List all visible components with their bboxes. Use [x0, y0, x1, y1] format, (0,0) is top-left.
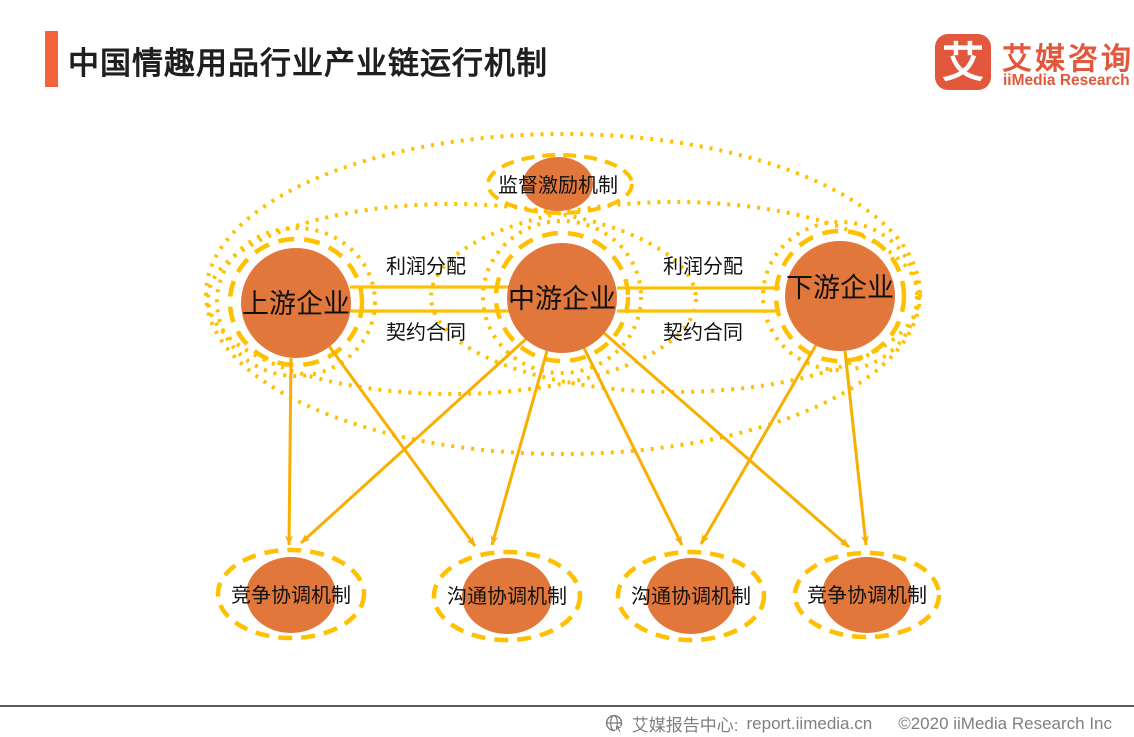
footer-copyright: ©2020 iiMedia Research Inc	[898, 713, 1112, 733]
bottom2-node	[462, 558, 552, 634]
iimedia-brand-cn: 艾媒咨询	[1002, 43, 1134, 76]
bottom4-dashed-ellipse	[792, 550, 942, 640]
bottom1-dashed-ellipse	[215, 547, 367, 641]
downstream-dotted-ring	[761, 220, 919, 372]
supervision-node	[523, 157, 593, 211]
midstream-node	[507, 243, 617, 353]
outer-dotted-ellipse	[204, 132, 922, 456]
downstream-label: 下游企业	[786, 273, 894, 303]
footer: 艾媒报告中心: report.iimedia.cn ©2020 iiMedia …	[605, 711, 1112, 736]
upstream-midstream-dotted-ellipse	[206, 202, 698, 396]
upstream-dashed-ring	[227, 236, 365, 368]
contract-label-left: 契约合同	[386, 321, 466, 344]
globe-cursor-icon	[605, 714, 624, 733]
iimedia-logo: 艾 艾媒咨询 iiMedia Research	[935, 32, 1131, 92]
midstream-downstream-links	[617, 286, 780, 313]
midstream-label: 中游企业	[508, 284, 616, 314]
upstream-node	[241, 248, 351, 358]
bottom3-dashed-ellipse	[615, 549, 767, 643]
upstream-midstream-links	[350, 285, 513, 313]
page-title: 中国情趣用品行业产业链运行机制	[68, 46, 548, 81]
midstream-dashed-ring	[493, 230, 631, 364]
bottom4-node	[822, 557, 912, 633]
bottom2-label: 沟通协调机制	[447, 585, 567, 608]
downstream-dashed-ring	[773, 228, 907, 364]
iimedia-logo-icon: 艾	[935, 34, 991, 90]
footer-rule	[0, 705, 1134, 707]
bottom2-dashed-ellipse	[431, 549, 583, 643]
bottom4-label: 竞争协调机制	[807, 584, 927, 607]
upstream-label: 上游企业	[242, 289, 350, 319]
bottom1-label: 竞争协调机制	[231, 584, 351, 607]
title-accent-bar	[45, 31, 58, 87]
upstream-dotted-ring	[215, 226, 377, 378]
downstream-node	[785, 241, 895, 351]
bottom3-node	[646, 558, 736, 634]
mechanism-arrows	[285, 331, 869, 549]
bottom3-label: 沟通协调机制	[631, 585, 751, 608]
midstream-downstream-dotted-ellipse	[429, 200, 921, 394]
footer-report-center: 艾媒报告中心:	[631, 716, 739, 735]
contract-label-right: 契约合同	[663, 321, 743, 344]
midstream-dotted-ring	[481, 219, 643, 375]
profit-label-right: 利润分配	[663, 255, 743, 278]
supervision-dashed-ellipse	[486, 153, 634, 215]
bottom1-node	[246, 557, 336, 633]
footer-url: report.iimedia.cn	[746, 713, 873, 733]
supervision-label: 监督激励机制	[498, 174, 618, 197]
iimedia-brand-en: iiMedia Research	[1003, 72, 1130, 89]
profit-label-left: 利润分配	[386, 255, 466, 278]
